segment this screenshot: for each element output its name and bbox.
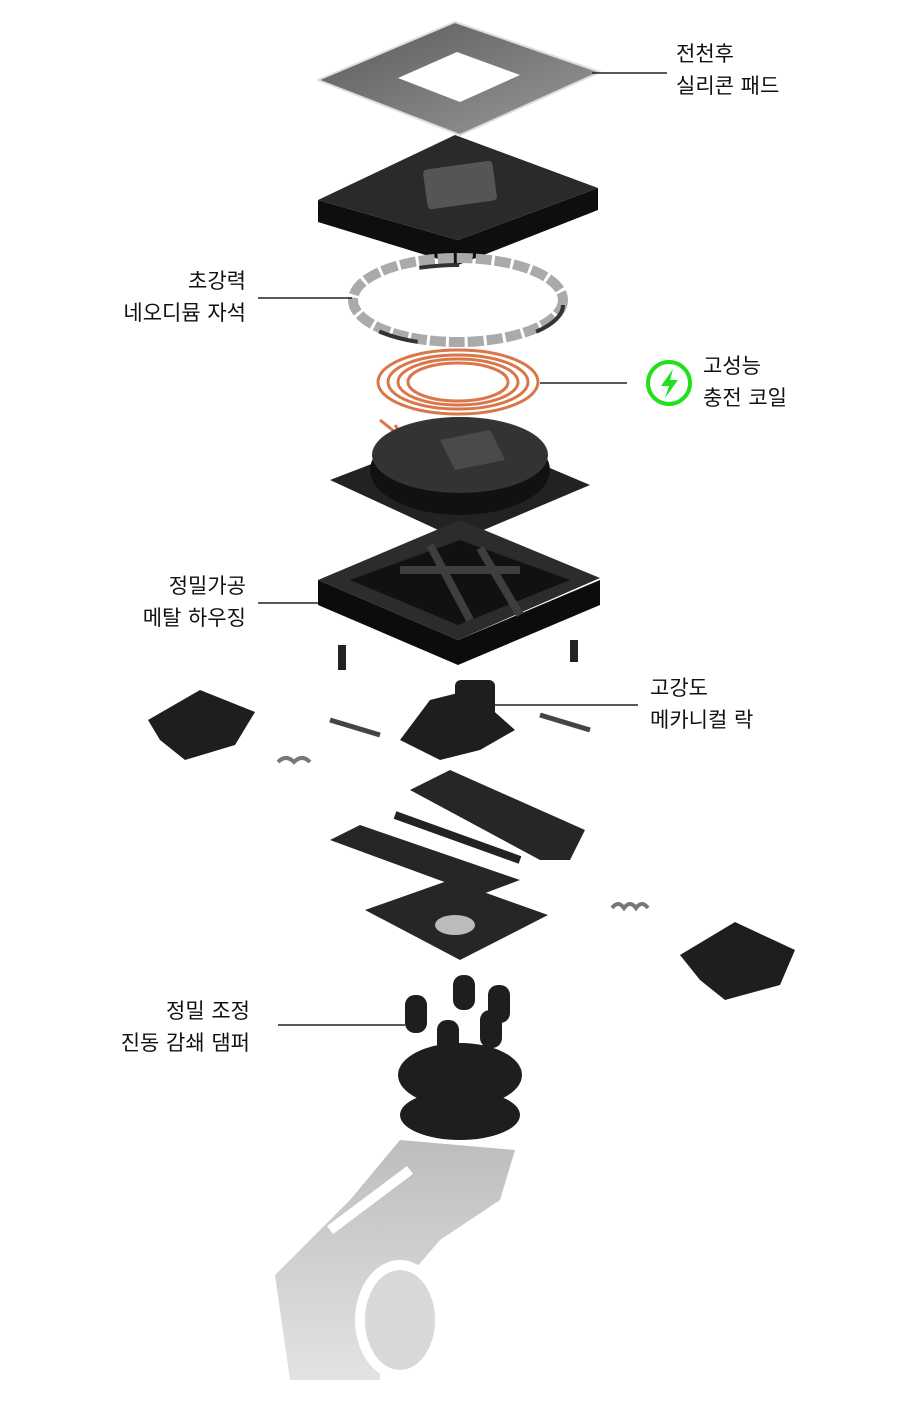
- label-line: 메카니컬 락: [650, 708, 754, 732]
- leader-lines: [258, 72, 667, 1026]
- charging-coil-part: [376, 348, 540, 442]
- damper-part: [398, 975, 522, 1140]
- label-line: 실리콘 패드: [676, 74, 780, 98]
- spring-and-latch-part: [610, 902, 795, 1000]
- label-line: 초강력: [188, 269, 246, 293]
- top-plate-part: [318, 135, 598, 265]
- label-line: 고강도: [650, 676, 708, 700]
- coil-holder-part: [330, 417, 590, 540]
- metal-housing-part: [318, 520, 600, 670]
- label-line: 네오디뮴 자석: [123, 301, 246, 325]
- handlebar-mount-part: [275, 1140, 515, 1380]
- label-magnet: 초강력 네오디뮴 자석: [123, 265, 246, 329]
- label-housing: 정밀가공 메탈 하우징: [143, 570, 246, 634]
- label-line: 충전 코일: [703, 386, 787, 410]
- label-silicone-pad: 전천후 실리콘 패드: [676, 38, 779, 102]
- label-lock: 고강도 메카니컬 락: [650, 672, 753, 736]
- lightning-charge-icon: [646, 360, 692, 406]
- silicone-pad-part: [317, 21, 601, 136]
- label-line: 정밀가공: [168, 574, 246, 598]
- label-damper: 정밀 조정 진동 감쇄 댐퍼: [121, 995, 250, 1059]
- magnet-ring-part: [348, 253, 568, 347]
- label-line: 진동 감쇄 댐퍼: [120, 1031, 250, 1055]
- label-coil: 고성능 충전 코일: [703, 350, 787, 414]
- label-line: 전천후: [676, 42, 734, 66]
- mechanical-lock-part: [148, 680, 591, 765]
- label-line: 고성능: [703, 354, 761, 378]
- slider-parts: [330, 770, 585, 960]
- label-line: 메탈 하우징: [142, 606, 246, 630]
- label-line: 정밀 조정: [166, 999, 250, 1023]
